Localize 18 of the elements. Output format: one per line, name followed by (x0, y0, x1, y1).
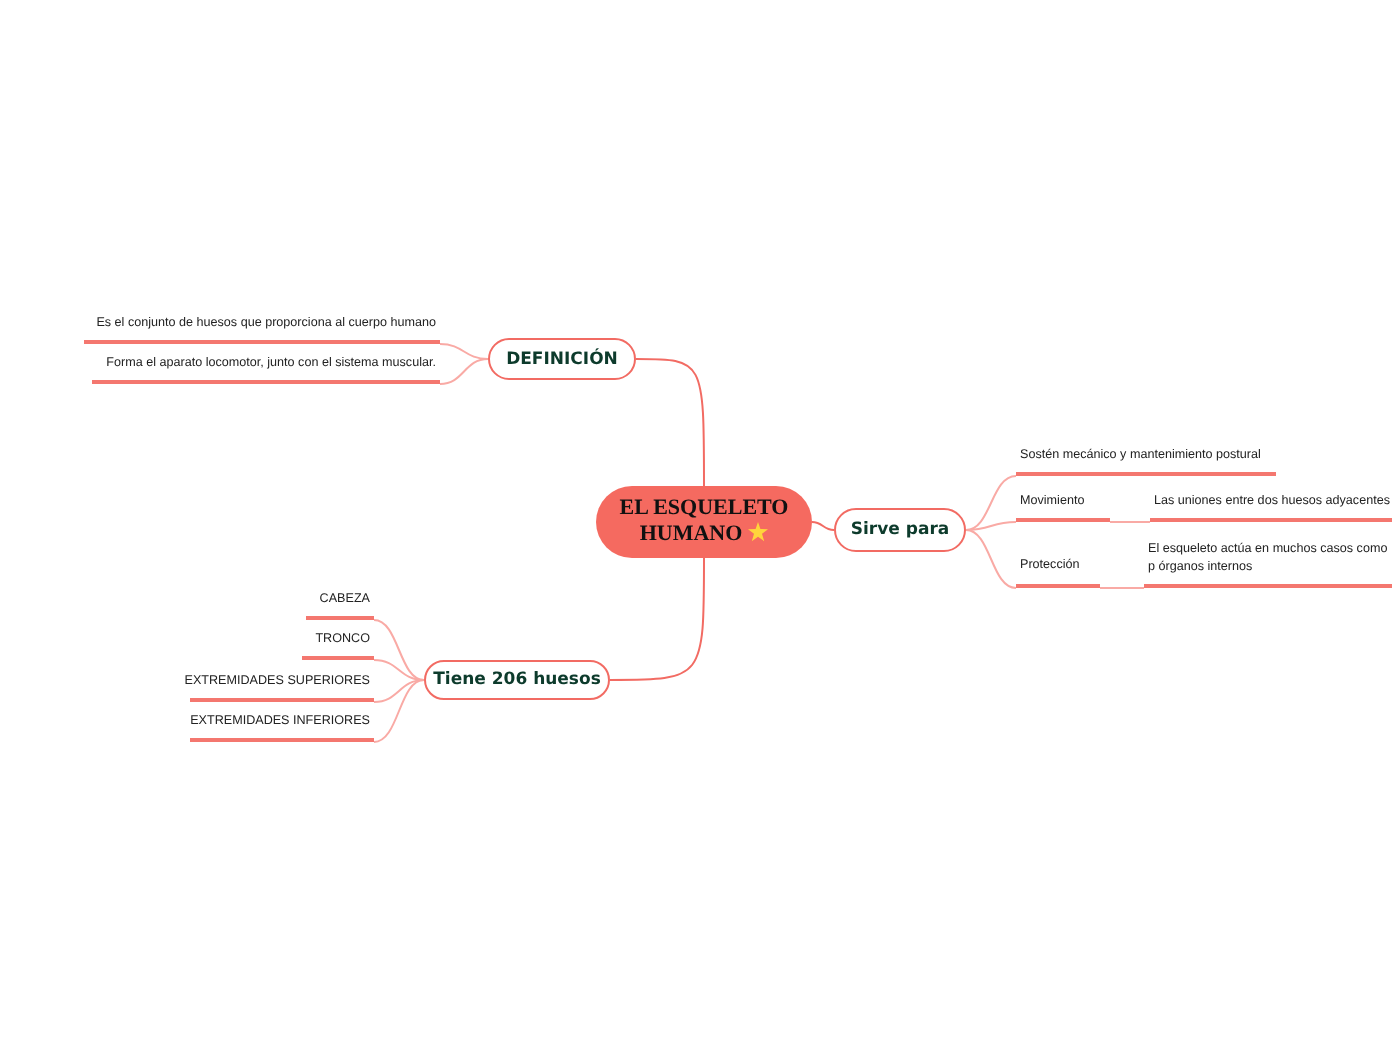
connector-line (965, 521, 1017, 531)
main-topic: Tiene 206 huesos (424, 660, 610, 700)
connector-line (439, 358, 489, 385)
connector-line (373, 679, 425, 743)
connector-line (635, 358, 705, 487)
connector-line (439, 343, 489, 360)
connector-line (1109, 521, 1151, 523)
connector-line (965, 529, 1017, 589)
connector-line (1099, 587, 1145, 589)
topic-title: EL ESQUELETO HUMANO (617, 495, 791, 549)
main-topic: Sirve para (834, 508, 966, 552)
main-topic: DEFINICIÓN (488, 338, 636, 380)
connector-line (609, 557, 705, 681)
connector-line (811, 521, 835, 531)
central-topic (596, 486, 812, 558)
connector-line (373, 679, 425, 703)
connector-line (373, 619, 425, 681)
connector-line (965, 475, 1017, 531)
